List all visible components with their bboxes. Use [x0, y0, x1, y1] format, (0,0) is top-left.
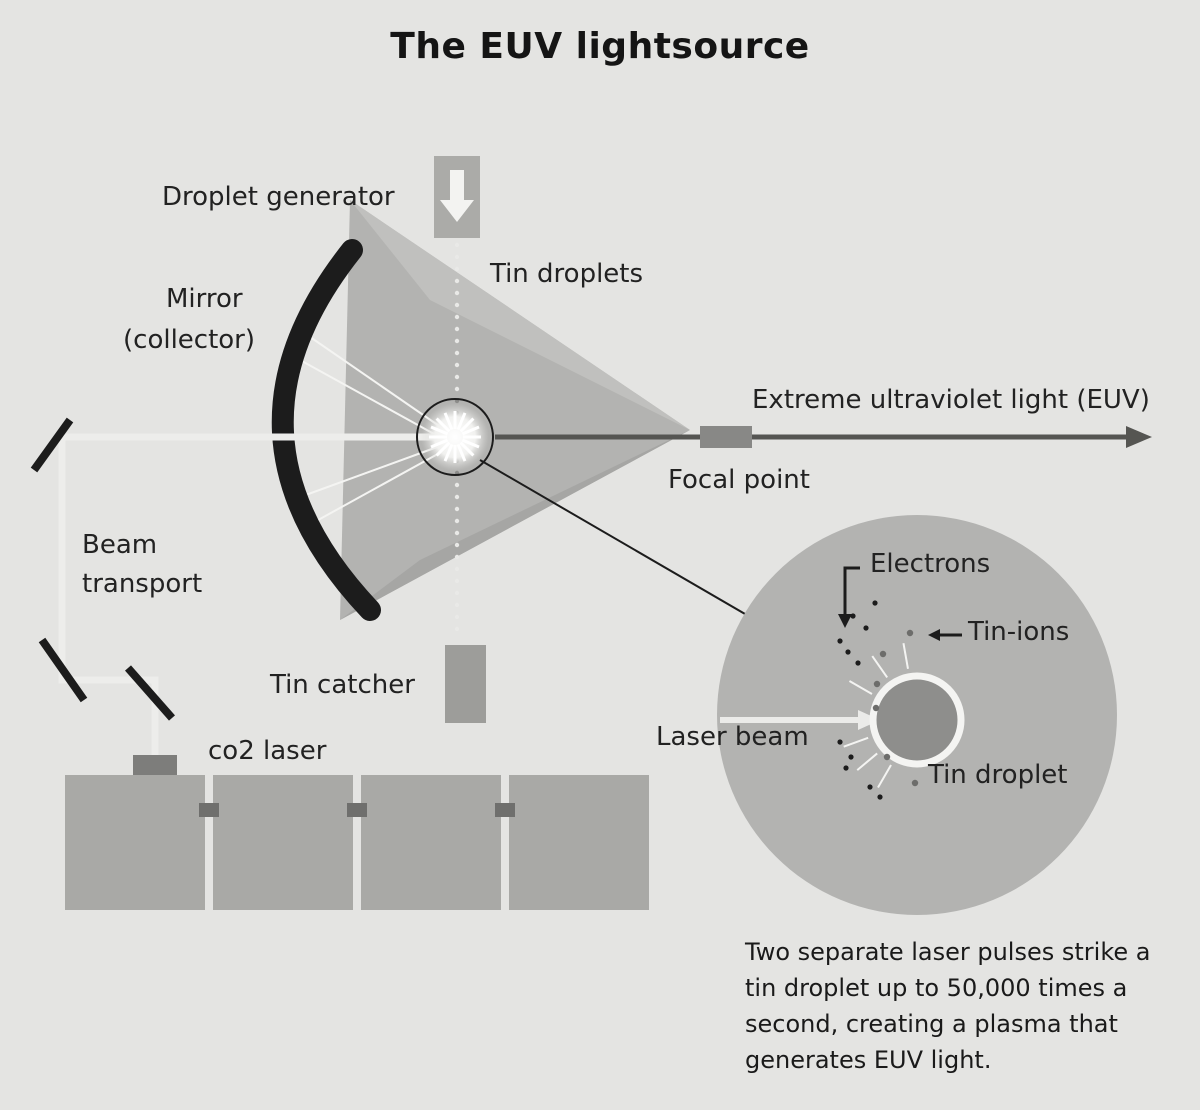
tin-droplet-dot — [454, 350, 460, 356]
label-co2-laser: co2 laser — [208, 736, 327, 766]
plasma-spike — [435, 417, 451, 433]
beam-mirror-bottom-left — [38, 637, 88, 703]
tin-droplet-dot — [454, 290, 460, 296]
tin-droplet-dot — [454, 530, 460, 536]
co2-laser-connector — [495, 803, 515, 817]
plasma-ray — [902, 643, 909, 669]
label-transport: transport — [82, 569, 203, 599]
euv-cone — [340, 200, 690, 620]
label-tin-droplet: Tin droplet — [928, 760, 1068, 790]
diagram-caption: Two separate laser pulses strike a tin d… — [745, 938, 1151, 1074]
tin-droplet-dot — [454, 506, 460, 512]
label-tin-catcher: Tin catcher — [270, 670, 415, 700]
label-laser-beam: Laser beam — [656, 722, 809, 752]
tin-droplet-dot — [454, 326, 460, 332]
tin-droplet-dot — [454, 494, 460, 500]
plasma-spike — [456, 443, 467, 462]
plasma-rays — [843, 643, 909, 789]
tin-ions-dots — [872, 629, 919, 787]
tin-droplet-dot — [454, 242, 460, 248]
tin-catcher-block — [445, 645, 486, 723]
co2-laser-head — [133, 755, 177, 777]
tin-droplet-dot — [454, 614, 460, 620]
beam-transport-path — [58, 433, 448, 755]
label-mirror-collector: (collector) — [123, 325, 256, 355]
label-euv-light: Extreme ultraviolet light (EUV) — [752, 385, 1150, 415]
tin-droplet-dot — [454, 602, 460, 608]
plasma-ray — [843, 736, 869, 748]
label-beam: Beam — [82, 530, 158, 560]
tin-droplet-dot — [454, 482, 460, 488]
co2-laser-module — [213, 775, 353, 910]
plasma-spike — [430, 425, 449, 436]
euv-cone-lower — [340, 430, 690, 620]
electrons-dots — [837, 600, 883, 800]
co2-laser-module — [509, 775, 649, 910]
tin-droplet-dot — [454, 578, 460, 584]
tin-droplet-dot — [454, 626, 460, 632]
tin-droplet-dot — [454, 278, 460, 284]
label-mirror: Mirror — [166, 284, 243, 314]
diagram-title: The EUV lightsource — [390, 26, 810, 67]
mirror-collector — [271, 239, 381, 621]
label-tin-droplets: Tin droplets — [490, 259, 644, 289]
tin-droplet-dot — [454, 302, 460, 308]
euv-arrow-head — [1126, 426, 1152, 448]
electrons-pointer — [843, 566, 860, 620]
plasma-ray — [877, 764, 892, 789]
plasma-ray — [871, 655, 888, 678]
plasma-spike — [430, 438, 449, 449]
tin-droplet-dot — [454, 338, 460, 344]
label-electrons: Electrons — [870, 549, 991, 579]
plasma-spike — [443, 412, 454, 431]
tin-droplet-dot — [454, 566, 460, 572]
plasma-spike — [459, 441, 475, 457]
laser-beam-head — [858, 710, 880, 730]
focus-circle — [416, 398, 494, 476]
tin-droplet-dot — [454, 374, 460, 380]
tin-droplet-dot — [454, 386, 460, 392]
co2-laser-connector — [199, 803, 219, 817]
droplet-generator-arrow — [440, 170, 474, 222]
tin-droplet-dot — [454, 362, 460, 368]
co2-laser-connector — [347, 803, 367, 817]
label-droplet-generator: Droplet generator — [162, 182, 395, 212]
beam-mirror-top — [30, 417, 74, 473]
plasma-spike — [456, 412, 467, 431]
tin-droplet-ring — [869, 672, 965, 768]
co2-laser-module — [361, 775, 501, 910]
plasma-spike — [459, 417, 475, 433]
plasma-ray — [848, 680, 873, 695]
tin-droplet-dot — [454, 554, 460, 560]
beam-mirror-bottom-right — [124, 665, 176, 721]
plasma-spike — [461, 438, 480, 449]
plasma-spike — [435, 441, 451, 457]
focal-point-block — [700, 426, 752, 448]
tin-droplet-dot — [454, 314, 460, 320]
co2-laser-module — [65, 775, 205, 910]
tin-droplet-dot — [454, 590, 460, 596]
label-tin-ions: Tin-ions — [968, 617, 1070, 647]
plasma-spikes — [429, 411, 481, 463]
plasma-spike — [443, 443, 454, 462]
plasma-spike — [461, 425, 480, 436]
tin-droplet-dot — [454, 542, 460, 548]
euv-cone-upper — [350, 200, 690, 430]
tin-droplet-dot — [454, 254, 460, 260]
tin-droplet-dot — [454, 518, 460, 524]
label-focal-point: Focal point — [668, 465, 810, 495]
plasma-ray — [856, 752, 878, 771]
tin-droplet-dot — [454, 266, 460, 272]
